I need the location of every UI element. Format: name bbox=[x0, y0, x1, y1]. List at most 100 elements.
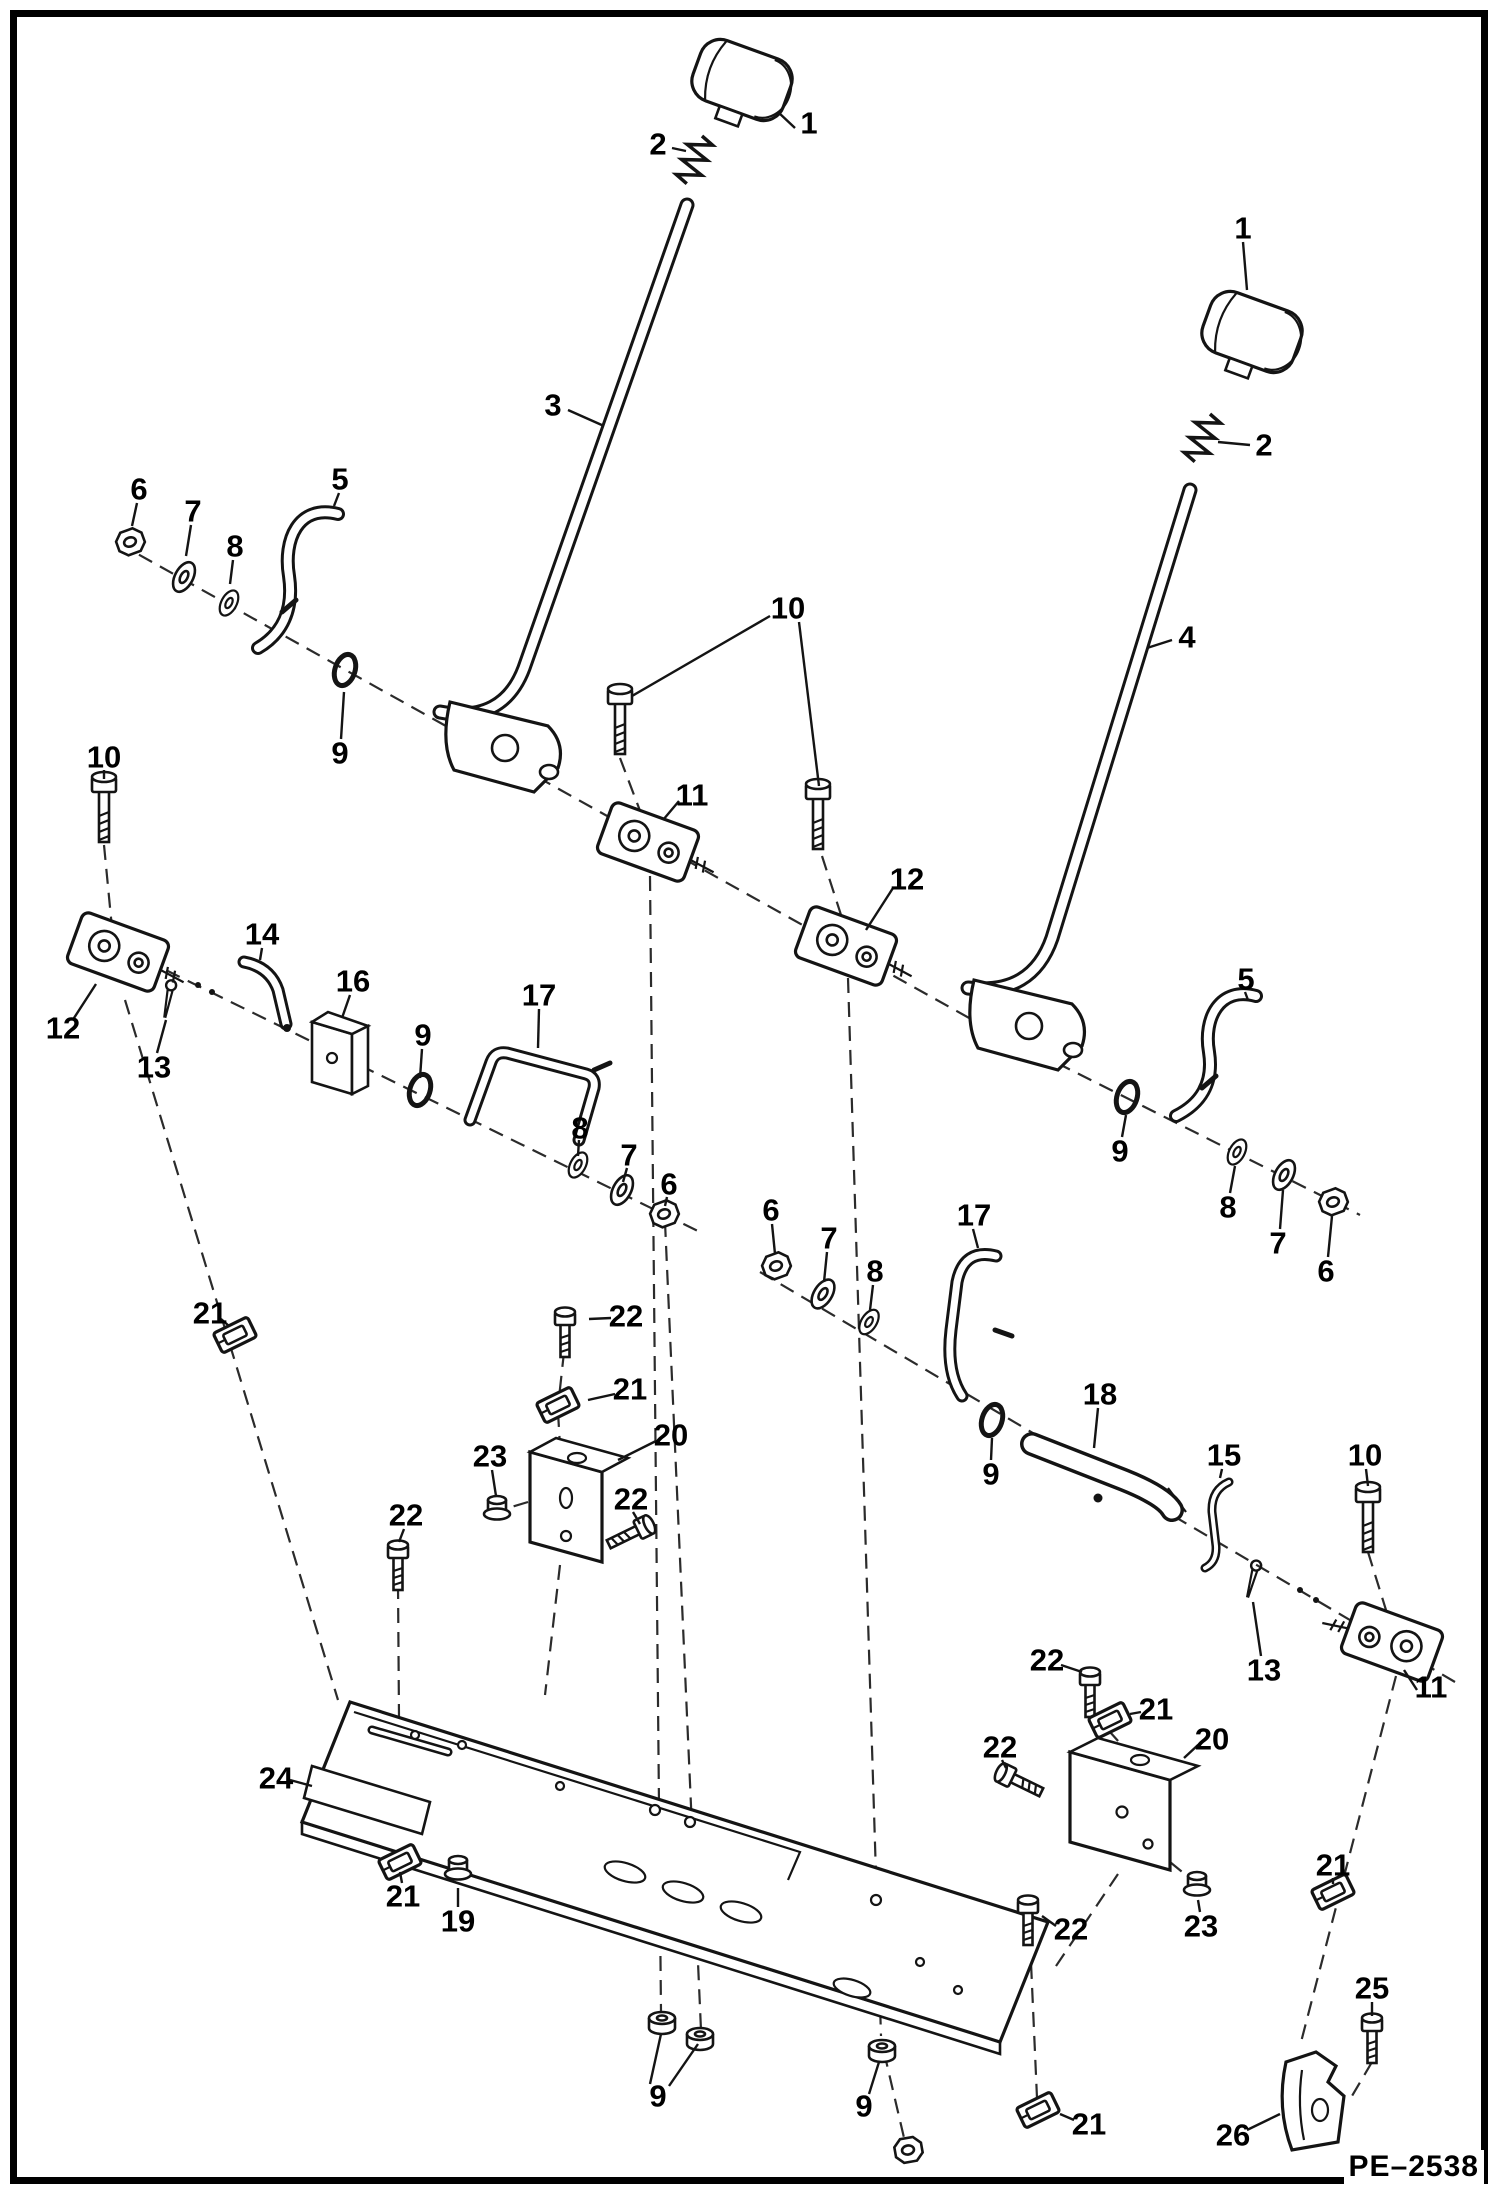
callout-label-9: 9 bbox=[1111, 1134, 1128, 1169]
lever-pivot-right bbox=[968, 978, 1086, 1072]
callout-label-17: 17 bbox=[957, 1198, 991, 1233]
callout-leader-8 bbox=[228, 559, 235, 585]
callout-label-20: 20 bbox=[1195, 1722, 1229, 1757]
callout-label-8: 8 bbox=[226, 529, 243, 564]
callout-leader-13 bbox=[155, 1019, 168, 1054]
callout-label-2: 2 bbox=[649, 127, 666, 162]
nut-19 bbox=[443, 1854, 473, 1881]
callout-label-8: 8 bbox=[866, 1254, 883, 1289]
grommet-9 bbox=[647, 2010, 677, 2036]
callout-leader-21 bbox=[1129, 1710, 1142, 1716]
washer-7 bbox=[1267, 1155, 1301, 1195]
bolt-10 bbox=[90, 770, 118, 844]
callout-label-4: 4 bbox=[1178, 620, 1196, 655]
control-lever-right bbox=[960, 482, 1198, 997]
callout-label-11: 11 bbox=[676, 778, 709, 813]
bolt-10 bbox=[1354, 1480, 1382, 1554]
callout-label-22: 22 bbox=[614, 1482, 648, 1517]
link-18 bbox=[1020, 1432, 1187, 1522]
callout-leader-23 bbox=[1196, 1899, 1202, 1913]
clip-nut-21 bbox=[534, 1385, 582, 1425]
callout-leader-8 bbox=[576, 1139, 581, 1157]
callout-leader-9 bbox=[339, 691, 346, 740]
callout-leader-7 bbox=[621, 1167, 629, 1183]
callout-label-5: 5 bbox=[1237, 962, 1254, 997]
callout-label-13: 13 bbox=[137, 1050, 171, 1085]
callout-leader-21 bbox=[587, 1392, 616, 1402]
clip-nut-21 bbox=[1014, 2090, 1062, 2130]
callout-leader-10 bbox=[1364, 1468, 1370, 1487]
callout-label-1: 1 bbox=[800, 106, 817, 141]
callout-label-6: 6 bbox=[762, 1193, 779, 1228]
bolt-22 bbox=[603, 1512, 659, 1555]
washer-8 bbox=[854, 1305, 884, 1339]
callout-leader-9 bbox=[989, 1437, 994, 1461]
bolt-25 bbox=[1360, 2012, 1384, 2065]
callout-leader-5 bbox=[1243, 991, 1250, 1001]
callout-leader-6 bbox=[130, 502, 139, 527]
callout-label-21: 21 bbox=[613, 1372, 647, 1407]
callout-label-7: 7 bbox=[184, 494, 201, 529]
link-17-right bbox=[943, 1248, 1015, 1403]
callout-label-11: 11 bbox=[1415, 1670, 1448, 1705]
callout-leader-14 bbox=[258, 947, 264, 961]
bolt-22 bbox=[553, 1306, 577, 1359]
callout-label-9: 9 bbox=[331, 736, 348, 771]
callout-label-9: 9 bbox=[855, 2089, 872, 2124]
callout-leader-12 bbox=[864, 887, 895, 931]
callout-leader-3 bbox=[567, 408, 605, 428]
callout-label-1: 1 bbox=[1234, 211, 1251, 246]
callout-label-17: 17 bbox=[522, 978, 556, 1013]
washer-8 bbox=[1222, 1135, 1252, 1169]
lever-pivot-left bbox=[444, 700, 562, 794]
bolt-22 bbox=[1078, 1666, 1102, 1719]
spring-right bbox=[1180, 408, 1224, 468]
control-lever-left bbox=[432, 197, 695, 722]
callout-leader-23 bbox=[490, 1469, 498, 1497]
bolt-10 bbox=[804, 777, 832, 851]
callout-label-10: 10 bbox=[1348, 1438, 1382, 1473]
nut-23 bbox=[1182, 1870, 1212, 1897]
callout-leader-2 bbox=[671, 146, 687, 153]
callout-label-13: 13 bbox=[1247, 1653, 1281, 1688]
callout-leader-5 bbox=[332, 492, 341, 507]
callout-leader-20 bbox=[1183, 1744, 1199, 1759]
callout-label-10: 10 bbox=[771, 591, 805, 626]
callout-label-2: 2 bbox=[1255, 428, 1272, 463]
grommet-9 bbox=[685, 2026, 715, 2052]
bolt-22 bbox=[991, 1760, 1047, 1803]
lever-arm-5-right bbox=[1169, 987, 1263, 1123]
callout-label-3: 3 bbox=[544, 388, 561, 423]
callout-label-22: 22 bbox=[1030, 1643, 1064, 1678]
small-hardware-dots bbox=[195, 982, 1319, 1603]
callout-leader-21 bbox=[1059, 2112, 1075, 2122]
callout-label-12: 12 bbox=[46, 1011, 80, 1046]
oring-9 bbox=[978, 1402, 1007, 1439]
spring-left bbox=[672, 130, 716, 190]
callout-label-22: 22 bbox=[609, 1299, 643, 1334]
callout-label-9: 9 bbox=[414, 1018, 431, 1053]
callout-label-12: 12 bbox=[890, 862, 924, 897]
washer-7 bbox=[605, 1170, 639, 1210]
pivot-block-11-left bbox=[593, 799, 727, 894]
callout-leader-10 bbox=[797, 621, 821, 787]
callout-label-15: 15 bbox=[1207, 1438, 1241, 1473]
callout-labels: 1231245678910111210121314169178765987667… bbox=[46, 106, 1448, 2153]
callout-leader-18 bbox=[1092, 1407, 1100, 1449]
bracket-20-left bbox=[526, 1436, 632, 1565]
callout-label-6: 6 bbox=[130, 472, 147, 507]
callout-label-6: 6 bbox=[1317, 1254, 1334, 1289]
mounting-plate-24 bbox=[299, 1700, 1051, 2056]
nut-23 bbox=[482, 1494, 512, 1521]
callout-leader-9 bbox=[867, 2061, 881, 2095]
callout-label-21: 21 bbox=[193, 1296, 227, 1331]
callout-label-20: 20 bbox=[654, 1418, 688, 1453]
lever-arm-5-left bbox=[251, 505, 345, 655]
callout-leader-9 bbox=[1120, 1114, 1128, 1138]
callout-label-25: 25 bbox=[1355, 1971, 1389, 2006]
bracket-16 bbox=[308, 1010, 372, 1097]
knob-right bbox=[1189, 283, 1312, 393]
nut-6 bbox=[1315, 1184, 1352, 1220]
callout-label-16: 16 bbox=[336, 964, 370, 999]
callout-leader-7 bbox=[184, 524, 193, 557]
